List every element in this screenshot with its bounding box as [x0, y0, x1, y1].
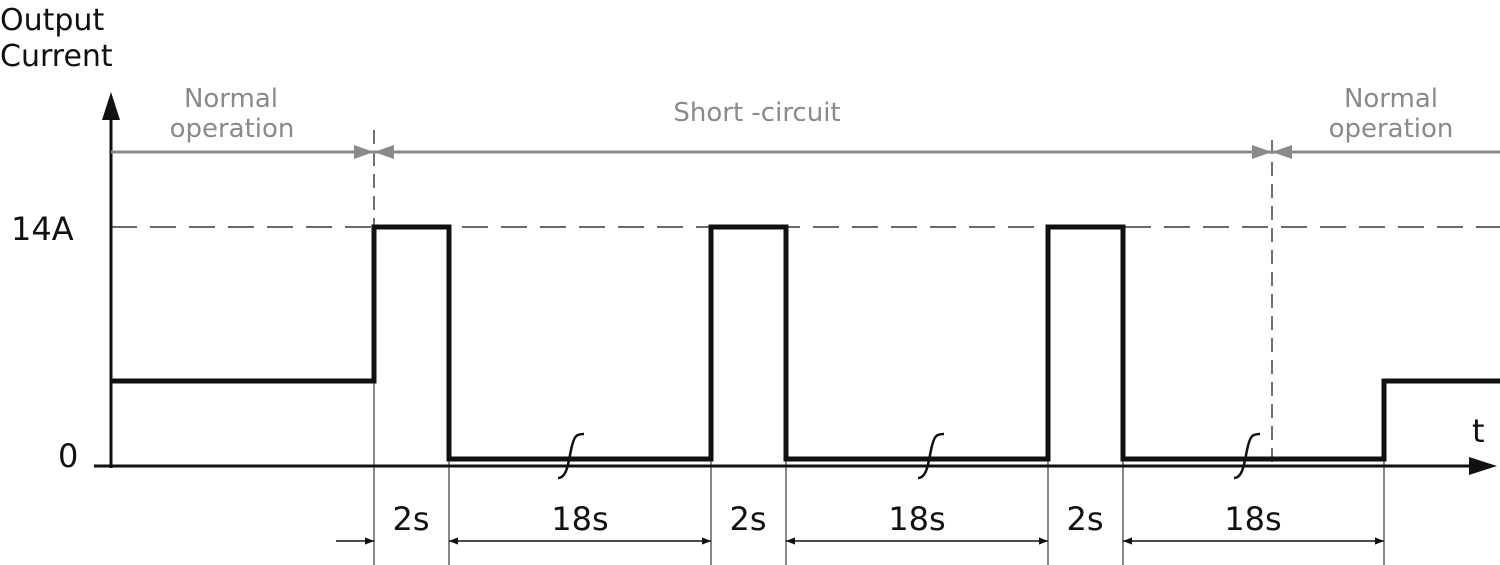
y-axis-arrowhead [102, 92, 120, 120]
normal-operation-right-label-line2: operation [1329, 114, 1454, 144]
short-circuit-label: Short -circuit [673, 98, 840, 128]
normal-operation-left-label-line2: operation [170, 114, 295, 144]
normal-operation-left-label-line1: Normal [184, 84, 278, 114]
timing-guide-lines [373, 227, 1385, 565]
duration-label-3: 2s [729, 500, 766, 538]
duration-label-4: 18s [888, 500, 945, 538]
y-axis-label-line1: Output [0, 3, 104, 38]
duration-label-1: 2s [392, 500, 429, 538]
y-axis-label-line2: Current [0, 39, 113, 74]
time-break-symbols [557, 432, 1261, 480]
duration-label-5: 2s [1066, 500, 1103, 538]
normal-operation-right-label-line1: Normal [1344, 84, 1438, 114]
tick-label-14a: 14A [11, 210, 74, 248]
duration-label-2: 18s [551, 500, 608, 538]
x-axis-label: t [1472, 412, 1485, 450]
tick-label-zero: 0 [58, 437, 78, 475]
output-current-waveform [111, 224, 1500, 462]
x-axis-arrowhead [1469, 457, 1497, 475]
duration-label-6: 18s [1224, 500, 1281, 538]
